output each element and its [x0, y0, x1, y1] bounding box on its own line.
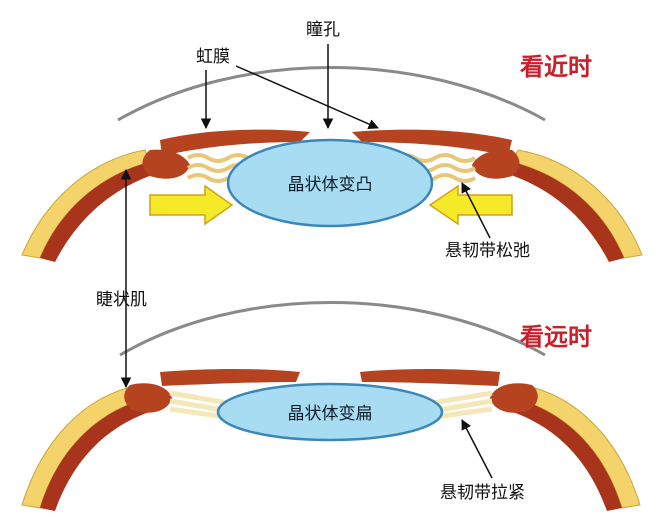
near-eye-section: 晶状体变凸: [21, 66, 643, 262]
zonule-relaxed-leader: [461, 182, 491, 239]
near-lens-label: 晶状体变凸: [288, 175, 373, 195]
iris-label: 虹膜: [196, 47, 230, 67]
near-cornea-outline: [117, 66, 546, 122]
far-cornea-outline: [119, 301, 546, 357]
near-arrow-right: [428, 184, 513, 226]
near-iris-right: [352, 129, 512, 156]
near-ciliary-left: [142, 149, 190, 179]
far-iris-left: [160, 369, 300, 386]
far-eye-section: 晶状体变扁: [21, 301, 641, 511]
far-title: 看远时: [520, 323, 592, 351]
zonule-tight-label: 悬韧带拉紧: [440, 483, 525, 503]
ciliary-muscle-label: 睫状肌: [96, 290, 147, 310]
zonule-tight-leader: [461, 419, 493, 479]
far-lens: [216, 382, 444, 442]
pupil-label: 瞳孔: [306, 20, 340, 40]
near-left-choroid: [40, 162, 158, 262]
far-iris-right: [360, 369, 500, 386]
near-lens: [226, 138, 434, 228]
near-ciliary-right: [472, 149, 520, 179]
iris-leader-right: [235, 65, 379, 130]
near-arrow-left: [149, 184, 234, 226]
far-ciliary-left: [124, 383, 172, 413]
far-ciliary-right: [490, 383, 538, 413]
far-lens-label: 晶状体变扁: [288, 404, 373, 424]
zonule-relaxed-label: 悬韧带松弛: [445, 241, 530, 261]
near-iris-left: [160, 129, 310, 156]
near-right-choroid: [505, 162, 624, 262]
near-title: 看近时: [520, 53, 592, 81]
